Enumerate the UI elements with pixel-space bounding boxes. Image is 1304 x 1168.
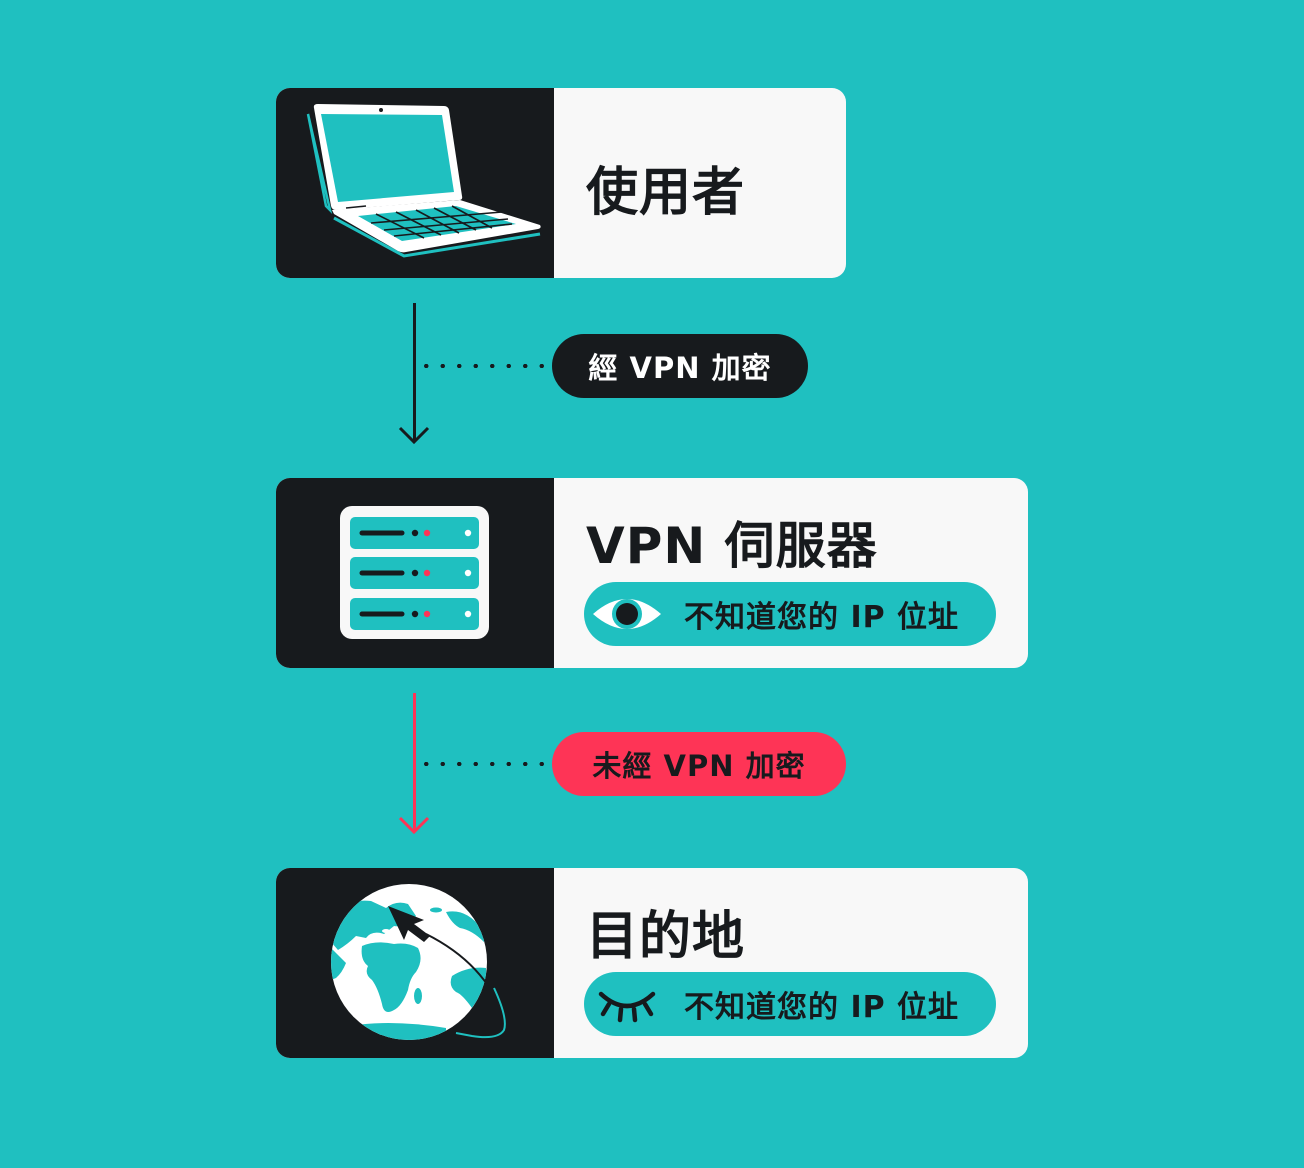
eye-closed-icon [586,972,668,1036]
arrow-down-icon [398,426,430,445]
flow-line-unencrypted [413,693,416,831]
node-title: 使用者 [586,163,746,223]
node-body: 使用者 [554,88,846,278]
node-title: 目的地 [586,907,746,967]
status-text: 不知道您的 IP 位址 [684,990,960,1025]
status-badge: 不知道您的 IP 位址 [584,972,996,1036]
globe-icon [331,884,506,1040]
node-title: VPN 伺服器 [586,517,878,575]
eye-open-icon [586,582,668,646]
laptop-icon [306,104,541,258]
edge-label-unencrypted: 未經 VPN 加密 [552,732,846,796]
node-body: 目的地 不知道您的 IP 位址 [554,868,1028,1058]
node-user: 使用者 [276,88,846,278]
flow-line-encrypted [413,303,416,441]
node-vpn-server: VPN 伺服器 不知道您的 IP 位址 [276,478,1028,668]
icon-panel [276,88,554,278]
node-destination: 目的地 不知道您的 IP 位址 [276,868,1028,1058]
icon-panel [276,478,554,668]
dotted-connector [418,762,554,766]
dotted-connector [418,364,554,368]
status-text: 不知道您的 IP 位址 [684,600,960,635]
node-body: VPN 伺服器 不知道您的 IP 位址 [554,478,1028,668]
server-icon [340,506,489,639]
status-badge: 不知道您的 IP 位址 [584,582,996,646]
icon-panel [276,868,554,1058]
arrow-down-icon [398,816,430,835]
edge-label-encrypted: 經 VPN 加密 [552,334,808,398]
